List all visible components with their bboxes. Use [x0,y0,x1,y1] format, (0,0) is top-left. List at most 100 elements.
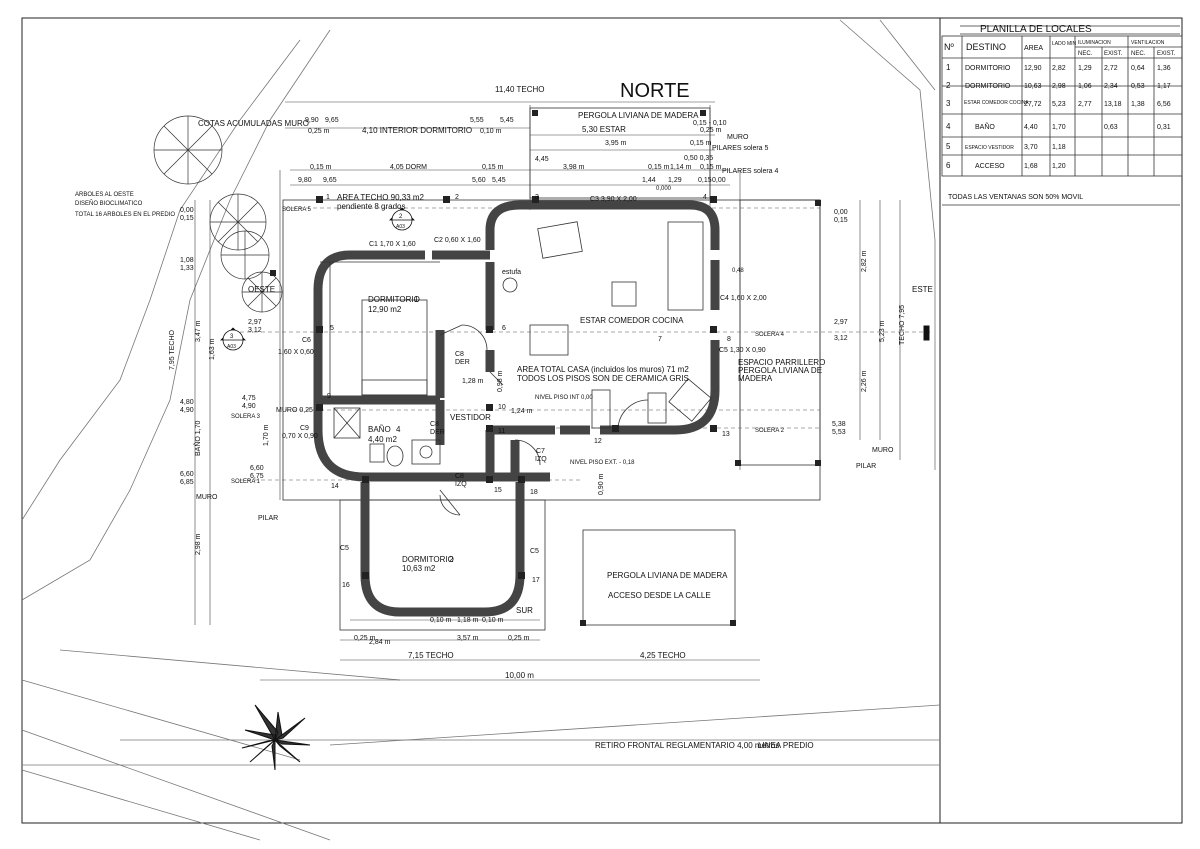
dim-015g: 0,15 [698,177,712,184]
dim-144: 1,44 [642,177,656,184]
dim-965: 9,65 [325,117,339,124]
dim-010a: 0,10 m [480,128,502,135]
bed-foot [361,379,428,396]
table-cell: 27,72 [1024,101,1042,108]
note-trees-2: DISEÑO BIOCLIMATICO [75,200,143,207]
terrain-lines [21,19,941,841]
dim-015b: 0,15 m [690,140,712,147]
opening-c6: C6 [302,337,311,344]
table-sub-nec1: NEC. [1078,51,1093,57]
dim-1140: 11,40 TECHO [495,85,545,94]
table-cell: 0,31 [1157,124,1171,131]
dim-000: 0,00 [712,177,726,184]
pillar-16: 16 [342,582,350,589]
section-markers [220,207,415,351]
dim-left-312: 3,12 [248,327,262,334]
label-solera1: SOLERA 1 [231,479,261,485]
label-muro-right: MURO [872,447,894,454]
label-pergola-south: PERGOLA LIVIANA DE MADERA [607,571,728,580]
pillar-2: 2 [455,194,459,201]
label-pilares4: PILARES solera 4 [722,168,779,175]
stove [502,277,518,293]
table-header-ilum: ILUMINACION [1078,40,1111,46]
label-oeste: OESTE [248,285,275,294]
dim-357: 3,57 m [457,635,479,642]
room-bano-area: 4,40 m2 [368,435,397,444]
room-dorm2-area: 10,63 m2 [402,564,436,573]
table-cell: 0,53 [1131,83,1145,90]
dim-left-133: 1,33 [180,265,194,272]
east-marker [923,325,930,341]
dim-015-010: 0,15 - 0,10 [693,120,727,127]
dim-965b: 9,65 [323,177,337,184]
label-parrillero-1: ESPACIO PARRILLERO [738,358,825,367]
table-cell: DORMITORIO [965,83,1011,90]
label-parrillero-2: PERGOLA LIVIANA DE [738,366,822,375]
table-cell: 5 [946,142,951,151]
opening-c5: C5 1,30 X 0,90 [719,347,766,354]
table-sub-exist2: EXIST. [1157,51,1176,57]
table-sub-exist1: EXIST. [1104,51,1123,57]
dim-560: 5,60 [472,177,486,184]
label-acceso: ACCESO DESDE LA CALLE [608,591,711,600]
label-muro-left: MURO [196,494,218,501]
dim-left-347: 3,47 m [195,320,202,342]
dim-405: 4,05 DORM [390,164,427,171]
dim-124: 1,24 m [511,408,533,415]
label-pilar-right: PILAR [856,463,876,470]
dim-left-bano: BAÑO 1,70 [193,420,202,456]
table-cell: 1,20 [1052,163,1066,170]
opening-c8c: C8 [455,473,464,480]
table-cell: ESPACIO VESTIDOR [965,145,1014,151]
opening-c1: C1 1,70 X 1,60 [369,241,416,248]
north-title: NORTE [620,80,690,102]
dim-410: 4,10 INTERIOR DORMITORIO [362,126,472,135]
furniture [333,221,712,467]
table-header-lado: LADO MIN [1052,41,1077,47]
sofa [667,221,704,311]
opening-c8a: C8 [455,351,464,358]
dim-545: 5,45 [500,117,514,124]
dim-right-048: 0,48 [732,268,744,274]
dim-715: 7,15 TECHO [408,651,454,660]
pillar-4: 4 [703,194,707,201]
table-cell: 0,63 [1104,124,1118,131]
dim-129: 1,29 [668,177,682,184]
inner-lines [320,261,649,516]
dim-445: 4,45 [535,156,549,163]
label-solera2: SOLERA 2 [755,428,785,434]
dim-025a: 0,25 m [308,128,330,135]
table-cell: DORMITORIO [965,65,1011,72]
note-nivel-int: NIVEL PISO INT 0,00 [535,395,593,401]
dim-left-015: 0,15 [180,215,194,222]
dim-right-000b: 0,000 [656,186,672,192]
pillar-6: 6 [502,325,506,332]
toilet [386,445,404,467]
rooms-table-text: PLANILLA DE LOCALES Nº DESTINO AREA LADO… [944,24,1176,201]
table-cell: 0,64 [1131,65,1145,72]
opening-c5-right: C5 [530,548,539,555]
solera-lines [240,207,930,481]
pillar-12: 12 [594,438,602,445]
dim-015d: 0,15 m [482,164,504,171]
table-cell: 1,06 [1078,83,1092,90]
dim-395: 3,95 m [605,140,627,147]
pillar-17: 17 [532,577,540,584]
dim-530: 5,30 ESTAR [582,125,626,134]
dim-098: 0,98 m [497,370,504,392]
dim-left-660: 6,60 [180,471,194,478]
note-area-total: AREA TOTAL CASA (incluidos los muros) 71… [517,365,689,374]
table-cell: 2 [946,81,951,90]
note-trees-1: ARBOLES AL OESTE [75,192,134,198]
table-cell: 5,23 [1052,101,1066,108]
dim-left-490b: 4,90 [242,403,256,410]
dim-015c: 0,15 m [310,164,332,171]
dim-right-297: 2,97 [834,319,848,326]
bidet [369,443,385,463]
section-3-num: 3 [230,334,234,340]
pillar-7: 7 [658,336,662,343]
table-cell: 1,18 [1052,144,1066,151]
dim-050-035: 0,50 0,35 [684,155,713,162]
table-header-area: AREA [1024,45,1043,52]
